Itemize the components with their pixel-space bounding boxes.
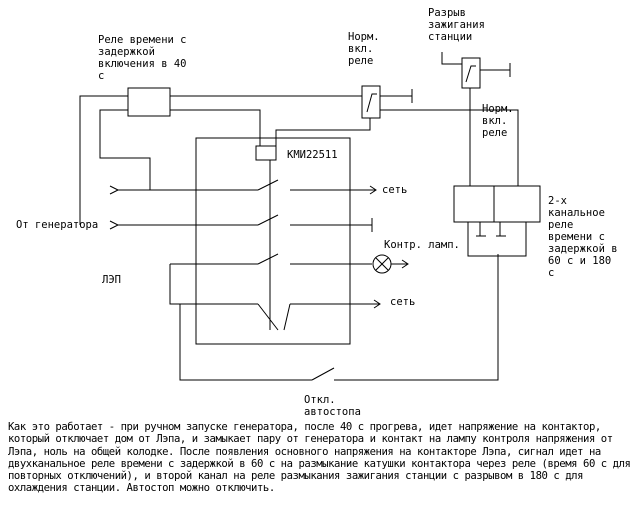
wire-timer-to-coil-2 <box>170 109 261 146</box>
timer40-label-1: Реле времени с <box>98 34 187 46</box>
norm-relay-top-label-1: Норм. <box>348 31 380 43</box>
norm-relay-right-label-3: реле <box>482 127 507 139</box>
description-text: Как это работает - при ручном запуске ге… <box>8 421 631 495</box>
contactor-coil <box>255 145 277 161</box>
norm-relay-top-label-2: вкл. <box>348 43 373 55</box>
lep-label: ЛЭП <box>102 274 121 286</box>
ignition-break-label-1: Разрыв <box>428 7 466 19</box>
norm-relay-top <box>361 85 381 119</box>
wire-autostop <box>179 304 312 381</box>
ignition-break-label-2: зажигания <box>428 19 485 31</box>
contactor-label: КМИ22511 <box>287 149 338 161</box>
dual-timer-relay <box>453 185 541 223</box>
ignition-break-label-3: станции <box>428 31 472 43</box>
control-lamp-label: Контр. ламп. <box>384 239 460 251</box>
net-bottom-label: сеть <box>390 296 415 308</box>
norm-relay-right-label-1: Норм. <box>482 103 514 115</box>
dual-timer-label-1: 2-х <box>548 195 567 207</box>
autostop-label-1: Откл. <box>304 394 336 406</box>
contactor <box>195 137 351 345</box>
dual-timer-label-3: реле <box>548 219 573 231</box>
wiring-diagram: Реле времени с задержкой включения в 40 … <box>16 7 618 418</box>
dual-timer-label-5: задержкой в <box>548 243 618 255</box>
net-top-label: сеть <box>382 184 407 196</box>
timer-relay-40s <box>127 87 171 117</box>
norm-relay-right <box>461 57 481 89</box>
wire-timer-left-inner <box>99 109 151 190</box>
timer40-label-4: с <box>98 70 104 82</box>
timer40-label-3: включения в 40 <box>98 58 187 70</box>
dual-timer-label-6: 60 с и 180 <box>548 255 611 267</box>
dual-timer-label-4: времени с <box>548 231 605 243</box>
dual-timer-label-7: с <box>548 267 554 279</box>
norm-relay-top-label-3: реле <box>348 55 373 67</box>
wire-timer-left <box>79 95 128 225</box>
wire-norm-top <box>275 118 371 146</box>
dual-timer-label-2: канальное <box>548 207 605 219</box>
norm-relay-right-label-2: вкл. <box>482 115 507 127</box>
from-generator-label: От генератора <box>16 219 98 231</box>
autostop-label-2: автостопа <box>304 406 361 418</box>
timer40-label-2: задержкой <box>98 46 155 58</box>
